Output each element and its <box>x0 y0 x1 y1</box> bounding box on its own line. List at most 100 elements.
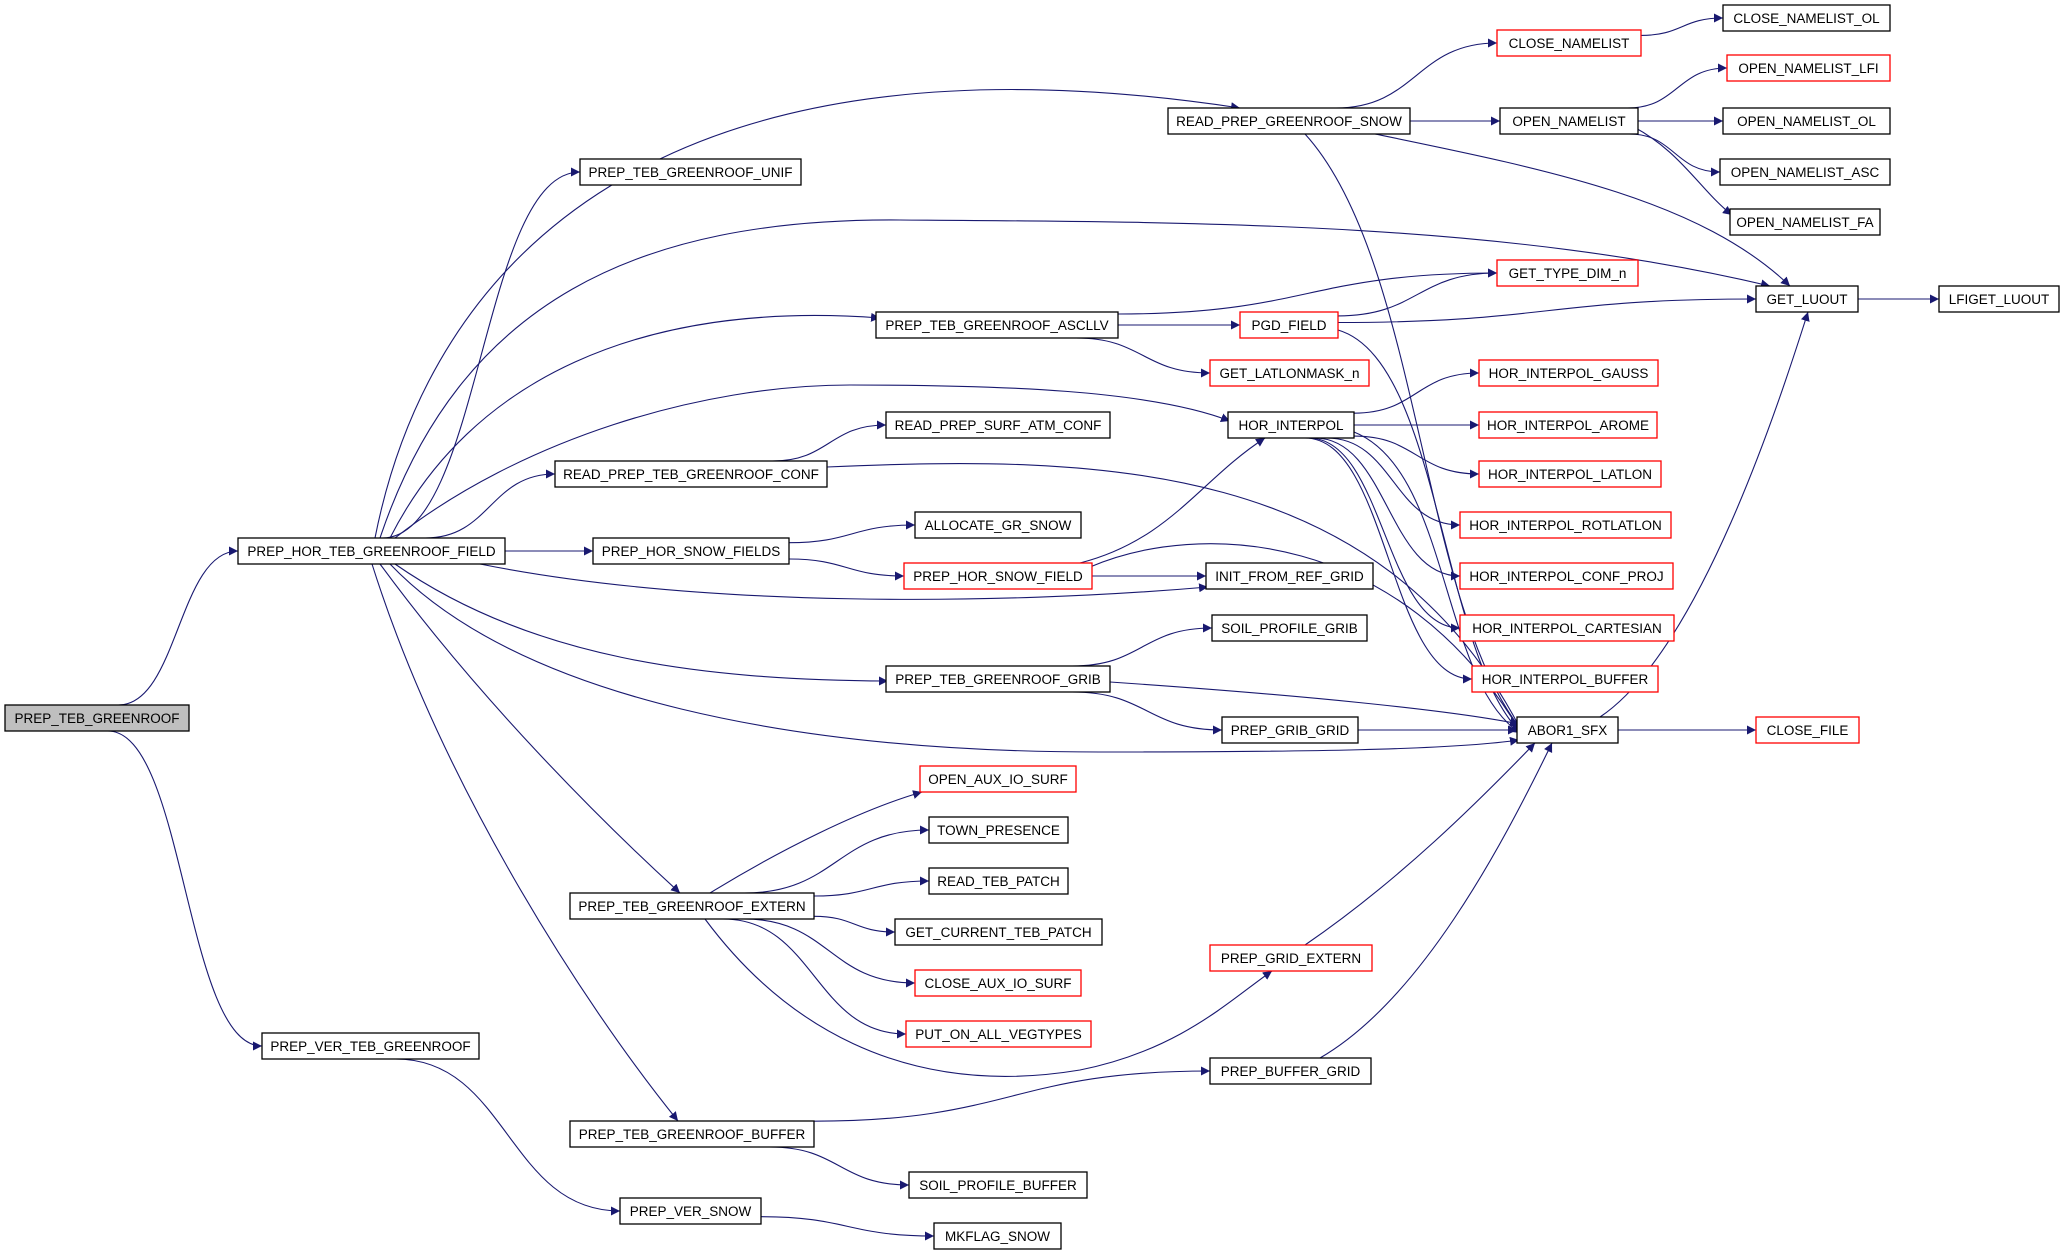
node-mkflag[interactable]: MKFLAG_SNOW <box>933 1222 1062 1250</box>
node-label: OPEN_NAMELIST <box>1512 114 1625 129</box>
node-hi-gauss[interactable]: HOR_INTERPOL_GAUSS <box>1478 359 1659 387</box>
node-label: HOR_INTERPOL_LATLON <box>1488 467 1652 482</box>
node-label: READ_PREP_GREENROOF_SNOW <box>1176 114 1402 129</box>
node-open-lfi[interactable]: OPEN_NAMELIST_LFI <box>1726 54 1891 82</box>
node-init-ref[interactable]: INIT_FROM_REF_GRID <box>1205 562 1374 590</box>
node-hi-rot[interactable]: HOR_INTERPOL_ROTLATLON <box>1459 511 1672 539</box>
node-box <box>1478 411 1658 439</box>
node-close-file[interactable]: CLOSE_FILE <box>1755 716 1860 744</box>
node-label: PREP_GRIB_GRID <box>1231 723 1350 738</box>
node-box <box>569 892 815 920</box>
node-soil-buf[interactable]: SOIL_PROFILE_BUFFER <box>908 1171 1088 1199</box>
node-grib[interactable]: PREP_TEB_GREENROOF_GRIB <box>885 665 1111 693</box>
edge-hor_field-to-read_conf <box>425 469 556 539</box>
node-buf-grid[interactable]: PREP_BUFFER_GRID <box>1209 1057 1372 1085</box>
edge-snow_fields-to-alloc <box>788 520 916 544</box>
node-box <box>903 562 1093 590</box>
node-label: OPEN_NAMELIST_ASC <box>1731 165 1880 180</box>
edge-hor_field-to-init_ref <box>479 563 1209 600</box>
node-hi-buf[interactable]: HOR_INTERPOL_BUFFER <box>1471 665 1659 693</box>
node-box <box>1209 944 1373 972</box>
node-close-nl-ol[interactable]: CLOSE_NAMELIST_OL <box>1722 4 1891 32</box>
node-box <box>1496 29 1642 57</box>
node-box <box>1496 259 1639 287</box>
node-open-fa[interactable]: OPEN_NAMELIST_FA <box>1729 208 1881 236</box>
node-hi-latlon[interactable]: HOR_INTERPOL_LATLON <box>1478 460 1662 488</box>
node-hor-field[interactable]: PREP_HOR_TEB_GREENROOF_FIELD <box>237 537 506 565</box>
node-label: PGD_FIELD <box>1251 318 1326 333</box>
node-snow-fields[interactable]: PREP_HOR_SNOW_FIELDS <box>592 537 790 565</box>
node-open-aux[interactable]: OPEN_AUX_IO_SURF <box>919 765 1077 793</box>
edge-hor_field-to-abor <box>389 563 1520 753</box>
edge-hor_interp-to-hi_conf <box>1314 437 1461 581</box>
edge-close_nl-to-close_nl_ol <box>1640 13 1724 36</box>
node-open-nl[interactable]: OPEN_NAMELIST <box>1499 107 1639 135</box>
node-label: GET_CURRENT_TEB_PATCH <box>905 925 1091 940</box>
node-label: INIT_FROM_REF_GRID <box>1215 569 1364 584</box>
edge-hor_field-to-buffer <box>371 563 679 1122</box>
node-extern[interactable]: PREP_TEB_GREENROOF_EXTERN <box>569 892 815 920</box>
node-alloc[interactable]: ALLOCATE_GR_SNOW <box>914 511 1082 539</box>
node-box <box>928 816 1069 844</box>
node-label: PREP_TEB_GREENROOF_BUFFER <box>579 1127 806 1142</box>
node-ver-snow[interactable]: PREP_VER_SNOW <box>619 1197 762 1225</box>
node-close-aux[interactable]: CLOSE_AUX_IO_SURF <box>914 969 1082 997</box>
edge-ascllv-to-latlonmask <box>1076 337 1211 378</box>
node-grib-grid[interactable]: PREP_GRIB_GRID <box>1221 716 1359 744</box>
edge-extern-to-town <box>744 825 930 894</box>
edge-open_nl-to-open_fa <box>1629 124 1733 216</box>
node-read-patch[interactable]: READ_TEB_PATCH <box>928 867 1069 895</box>
node-box <box>237 537 506 565</box>
node-open-ol[interactable]: OPEN_NAMELIST_OL <box>1722 107 1891 135</box>
node-label: READ_TEB_PATCH <box>937 874 1060 889</box>
node-box <box>592 537 790 565</box>
node-get-luout[interactable]: GET_LUOUT <box>1755 285 1859 313</box>
node-label: OPEN_AUX_IO_SURF <box>928 772 1068 787</box>
node-hor-interp[interactable]: HOR_INTERPOL <box>1227 411 1355 439</box>
edge-buf_grid-to-abor <box>1319 742 1553 1059</box>
edge-buffer-to-soil_buf <box>769 1146 910 1190</box>
node-soil-grib[interactable]: SOIL_PROFILE_GRIB <box>1211 614 1368 642</box>
node-put-veg[interactable]: PUT_ON_ALL_VEGTYPES <box>905 1020 1092 1048</box>
node-label: GET_LUOUT <box>1766 292 1847 307</box>
edge-hor_field-to-hor_interp <box>394 384 1231 539</box>
node-label: PUT_ON_ALL_VEGTYPES <box>915 1027 1082 1042</box>
edge-extern-to-put_veg <box>723 918 907 1039</box>
node-hi-arome[interactable]: HOR_INTERPOL_AROME <box>1478 411 1658 439</box>
edge-hor_field-to-grib <box>394 563 889 686</box>
node-unif[interactable]: PREP_TEB_GREENROOF_UNIF <box>579 158 802 186</box>
node-read-surf[interactable]: READ_PREP_SURF_ATM_CONF <box>885 411 1111 439</box>
node-buffer[interactable]: PREP_TEB_GREENROOF_BUFFER <box>569 1120 815 1148</box>
node-get-patch[interactable]: GET_CURRENT_TEB_PATCH <box>894 918 1103 946</box>
node-town[interactable]: TOWN_PRESENCE <box>928 816 1069 844</box>
node-hi-cart[interactable]: HOR_INTERPOL_CARTESIAN <box>1459 614 1675 642</box>
node-grid-ext[interactable]: PREP_GRID_EXTERN <box>1209 944 1373 972</box>
node-read-snow[interactable]: READ_PREP_GREENROOF_SNOW <box>1167 107 1411 135</box>
node-box <box>919 765 1077 793</box>
node-type-dim[interactable]: GET_TYPE_DIM_n <box>1496 259 1639 287</box>
node-label: HOR_INTERPOL_BUFFER <box>1482 672 1649 687</box>
node-box <box>885 665 1111 693</box>
node-box <box>1722 107 1891 135</box>
edge-hor_field-to-unif <box>382 167 581 539</box>
edge-grid_ext-to-abor <box>1304 742 1536 946</box>
edge-hor_field-to-get_luout <box>379 219 1771 539</box>
node-pgd[interactable]: PGD_FIELD <box>1239 311 1339 339</box>
node-ver-gr[interactable]: PREP_VER_TEB_GREENROOF <box>261 1032 480 1060</box>
node-read-conf[interactable]: READ_PREP_TEB_GREENROOF_CONF <box>554 460 828 488</box>
node-ascllv[interactable]: PREP_TEB_GREENROOF_ASCLLV <box>875 311 1119 339</box>
node-box <box>914 511 1082 539</box>
node-hi-conf[interactable]: HOR_INTERPOL_CONF_PROJ <box>1459 562 1674 590</box>
node-latlonmask[interactable]: GET_LATLONMASK_n <box>1209 359 1370 387</box>
node-box <box>1478 460 1662 488</box>
node-open-asc[interactable]: OPEN_NAMELIST_ASC <box>1719 158 1891 186</box>
node-box <box>1499 107 1639 135</box>
node-lfiget[interactable]: LFIGET_LUOUT <box>1938 285 2060 313</box>
node-label: HOR_INTERPOL_CONF_PROJ <box>1469 569 1663 584</box>
node-box <box>1209 1057 1372 1085</box>
node-close-nl[interactable]: CLOSE_NAMELIST <box>1496 29 1642 57</box>
edge-read_conf-to-read_surf <box>772 420 887 462</box>
node-snow-field[interactable]: PREP_HOR_SNOW_FIELD <box>903 562 1093 590</box>
edge-open_nl-to-open_asc <box>1629 133 1721 177</box>
node-abor[interactable]: ABOR1_SFX <box>1516 716 1619 744</box>
